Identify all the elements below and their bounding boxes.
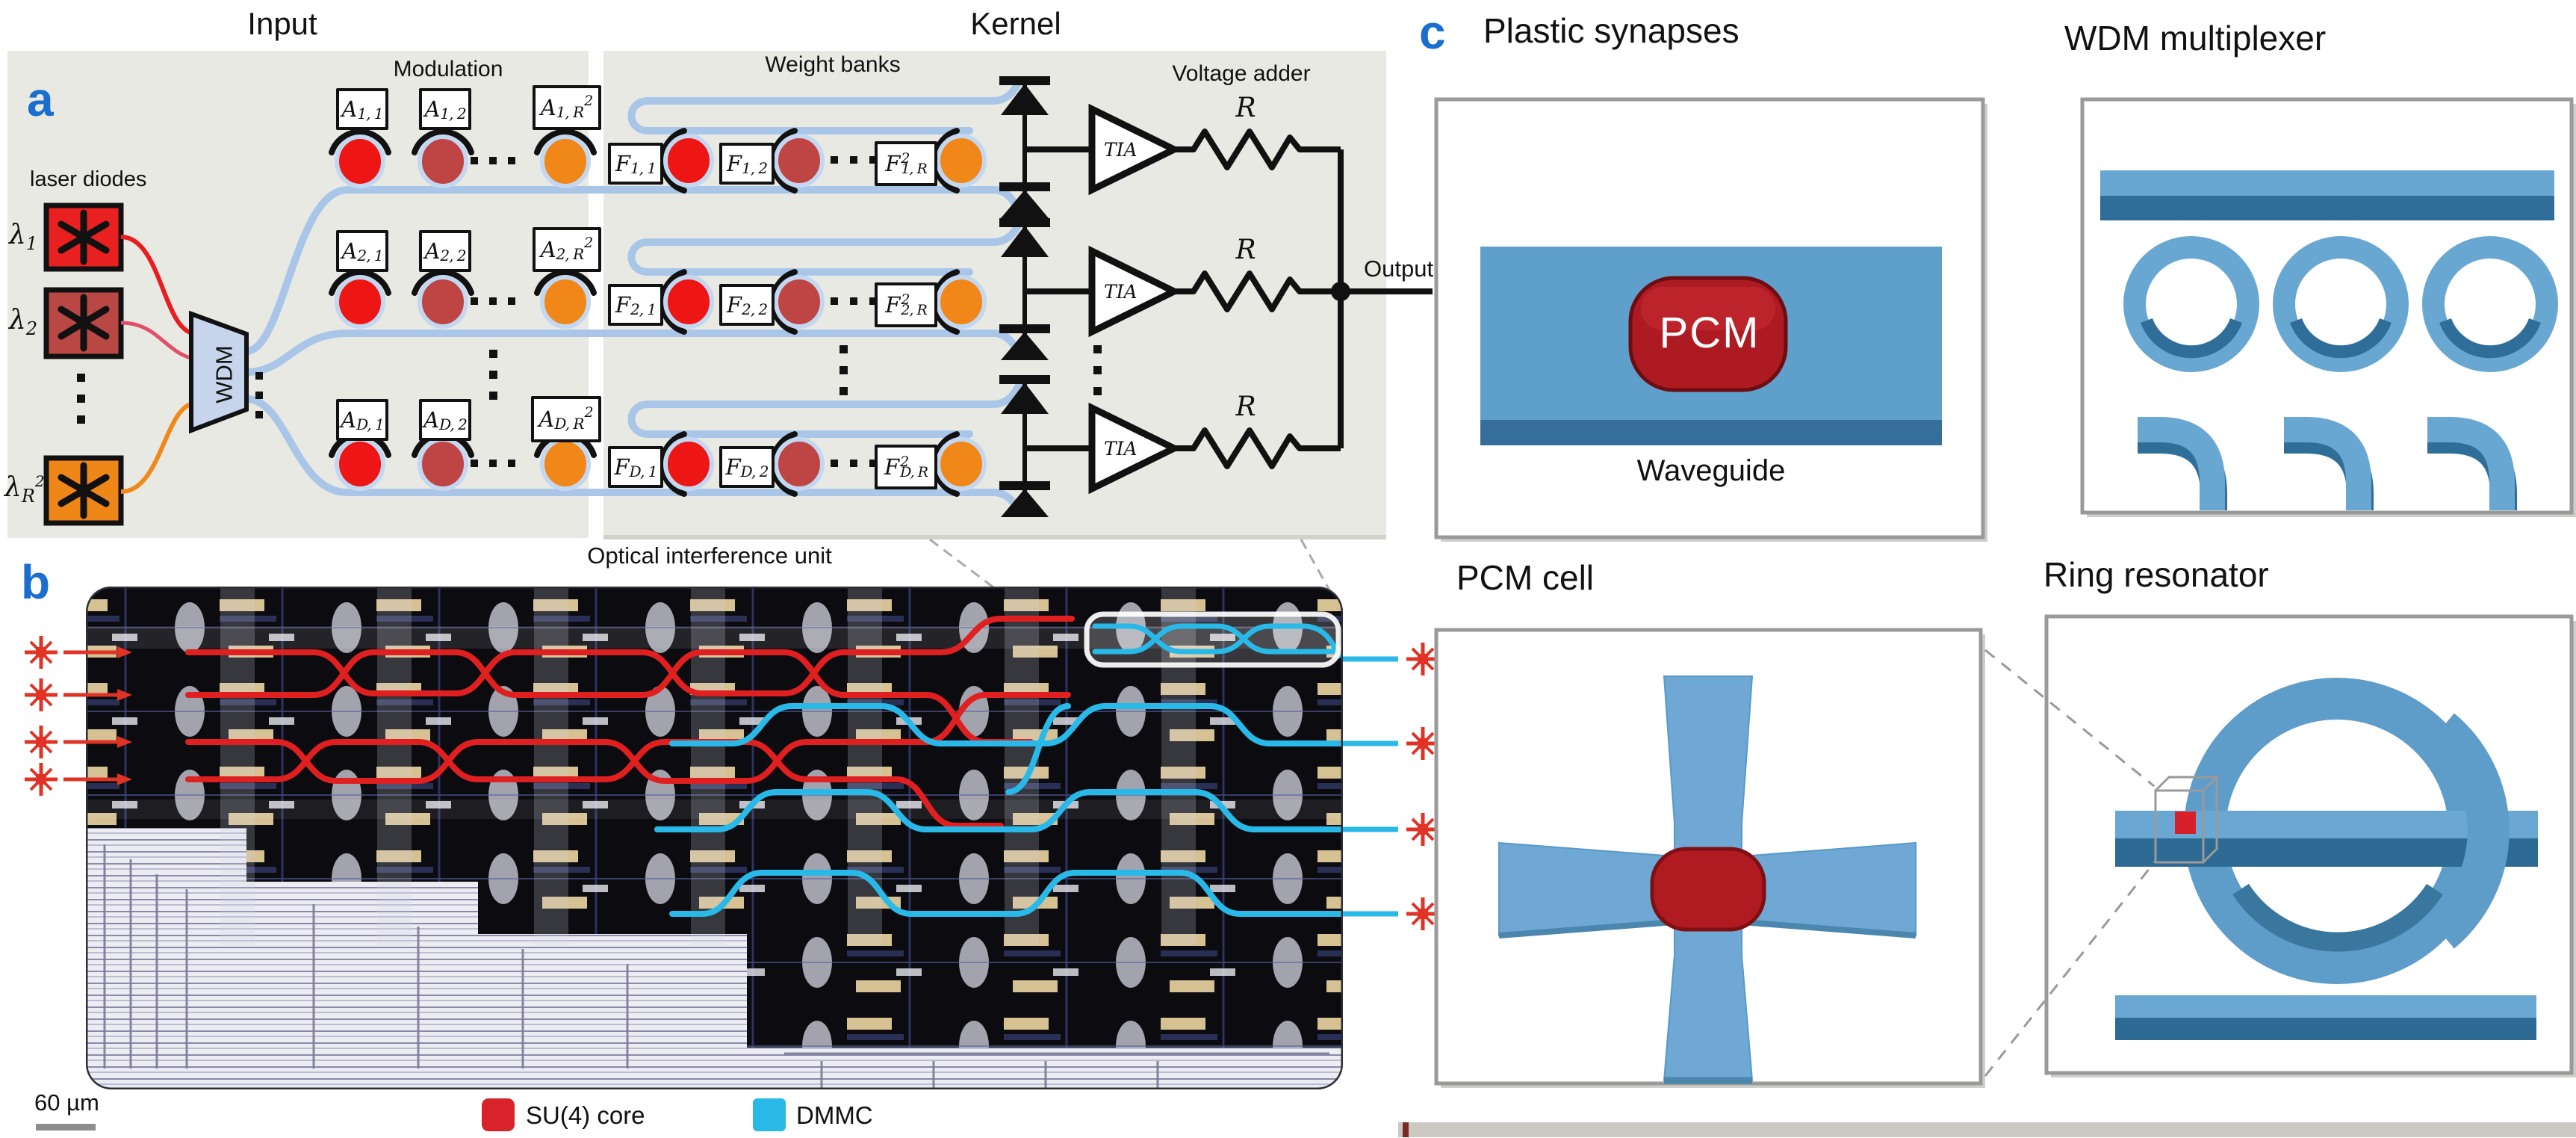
lambda-1-label: λ1 — [9, 220, 38, 255]
chip-output-markers — [1343, 643, 1475, 930]
pcm-cell-title: PCM cell — [1456, 558, 1595, 597]
waveguide-label: Waveguide — [1636, 454, 1786, 487]
tia-label-3: TIA — [1104, 438, 1138, 460]
pcm-cell-cross — [1498, 675, 1917, 1084]
legend-swatch-dmmc — [753, 1098, 786, 1131]
tia-label-2: TIA — [1104, 281, 1138, 303]
output-label: Output — [1364, 256, 1434, 282]
pcm-patch-label: PCM — [1659, 309, 1760, 357]
ring-resonator-box — [2044, 614, 2576, 1077]
microring-arrays — [329, 121, 987, 497]
resistor-label-2: R — [1235, 235, 1256, 265]
legend-label-dmmc: DMMC — [796, 1101, 873, 1129]
scale-bar — [36, 1124, 96, 1131]
laser-diodes — [43, 202, 194, 526]
zoom-cube-outline — [2154, 776, 2220, 864]
chip-micrograph — [25, 587, 1475, 1131]
zoom-callout-lines-c — [1984, 649, 2157, 1077]
weight-banks-label: Weight banks — [765, 52, 901, 77]
wdm-label: WDM — [211, 345, 238, 403]
voltage-adder-circuit — [999, 76, 1433, 517]
lambda-2-label: λ2 — [9, 305, 38, 340]
resistor-label-1: R — [1235, 93, 1256, 123]
panel-b-tag: b — [21, 555, 51, 609]
ring-resonator-title: Ring resonator — [2043, 555, 2269, 594]
kernel-section-title: Kernel — [970, 6, 1061, 41]
bottom-edge-bar — [1398, 1122, 2576, 1137]
panel-c-tag: c — [1419, 5, 1446, 59]
wdm-multiplexer-title: WDM multiplexer — [2064, 19, 2327, 58]
laser-diode-1 — [43, 202, 124, 272]
pcm-dot-on-bus — [2175, 811, 2196, 834]
dmmc-overlay — [654, 703, 1343, 917]
voltage-adder-label: Voltage adder — [1172, 61, 1311, 86]
pcm-cell-box — [1434, 628, 1985, 1088]
wdm-multiplexer-box — [2080, 97, 2576, 517]
lambda-R2-label: λR2 — [4, 472, 45, 507]
legend-swatch-su4 — [482, 1098, 515, 1131]
modulation-label: Modulation — [393, 57, 503, 81]
oiu-highlight-rect — [1084, 611, 1341, 668]
scale-bar-label: 60 µm — [34, 1089, 99, 1116]
plastic-synapses-box — [1434, 97, 1987, 542]
panel-c-boxes — [1398, 97, 2576, 1137]
resistor-label-3: R — [1235, 392, 1256, 422]
legend-label-su4: SU(4) core — [526, 1101, 645, 1129]
wdm-bend-waveguides — [2138, 417, 2517, 510]
plastic-synapses-title: Plastic synapses — [1483, 11, 1739, 50]
waveguide-buses — [243, 78, 1022, 515]
wdm-rings — [2123, 236, 2558, 372]
tia-label-1: TIA — [1104, 139, 1138, 161]
ring-resonator-device — [2115, 678, 2538, 1040]
laser-diode-3 — [43, 455, 124, 526]
input-section-title: Input — [247, 6, 317, 41]
output-node — [1331, 282, 1350, 301]
laser-diodes-label: laser diodes — [30, 167, 147, 191]
ellipsis-dots — [77, 156, 1102, 467]
oiu-label: Optical interference unit — [587, 542, 832, 569]
laser-diode-2 — [43, 287, 124, 359]
wdm-combiner — [189, 310, 249, 434]
panel-a-tag: a — [27, 72, 54, 126]
laser-input-markers — [25, 636, 132, 796]
